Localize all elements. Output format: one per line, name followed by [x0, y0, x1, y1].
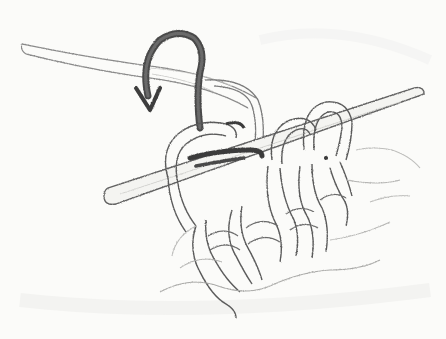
right-strand	[356, 148, 420, 168]
paper-shading	[20, 33, 430, 308]
working-loop	[166, 122, 237, 232]
left-needle	[22, 44, 257, 108]
